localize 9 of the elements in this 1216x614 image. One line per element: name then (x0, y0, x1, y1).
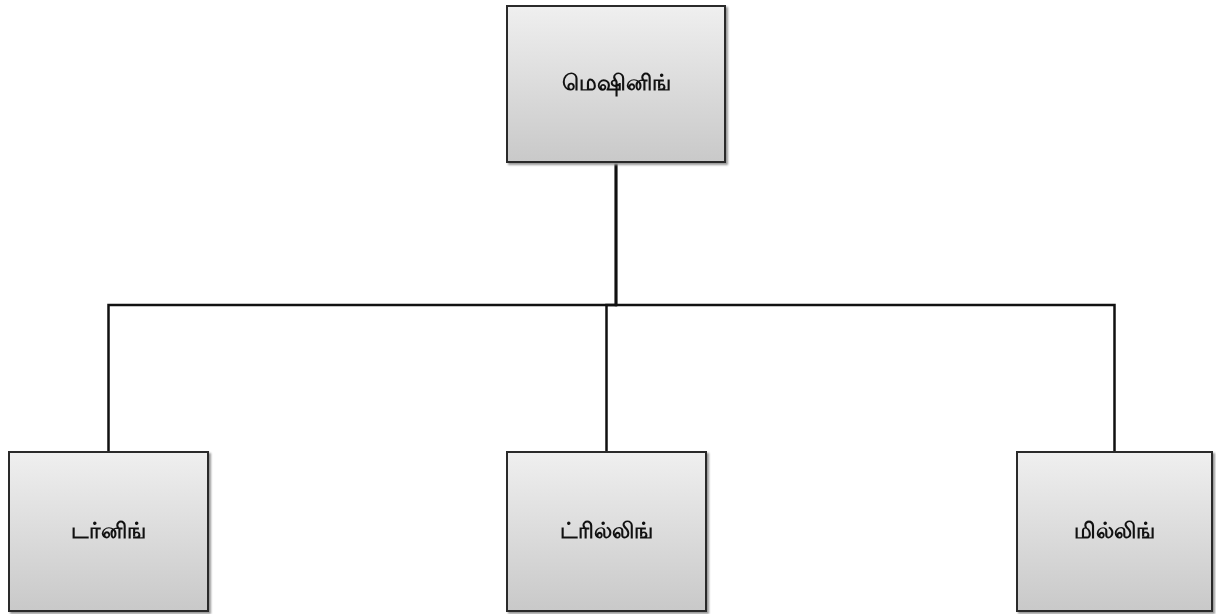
box-label: மெஷினிங் (561, 70, 671, 98)
connector-line (614, 163, 1116, 451)
process-box (506, 451, 707, 612)
box-label: மில்லிங் (1074, 517, 1155, 545)
process-box (8, 451, 209, 612)
process-box (1016, 451, 1213, 612)
box-label: டர்னிங் (71, 517, 146, 545)
process-box (506, 5, 726, 163)
box-label: ட்ரில்லிங் (560, 517, 653, 545)
